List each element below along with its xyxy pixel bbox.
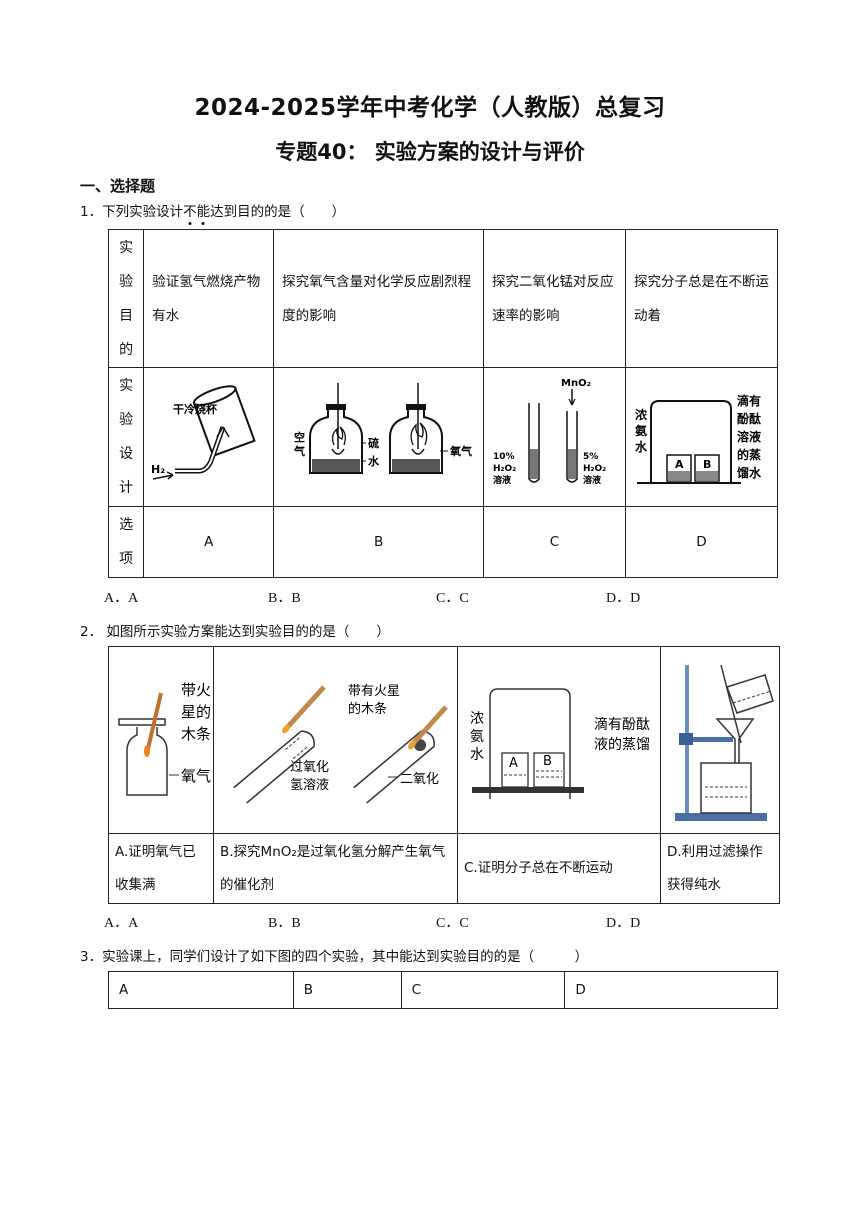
q2-diagram-row: 带火 星的 木条 氧气 — [108, 646, 780, 834]
choice-b[interactable]: B．B — [268, 591, 301, 606]
ammonia-label-q2-3: 水 — [470, 747, 484, 763]
q3-option-a: A — [108, 971, 294, 1009]
right-solution-label: 溶液 — [583, 474, 602, 486]
splint-label-2: 星的 — [181, 703, 211, 721]
ammonia-label-1: 浓 — [635, 407, 648, 422]
sulfur-combustion-diagram: 空 气 硫 水 氧气 — [293, 383, 472, 474]
ammonia-label-2: 氨 — [635, 423, 647, 438]
h2-label: H₂ — [151, 463, 165, 476]
option-d: D — [625, 506, 778, 578]
phenol-label-3: 溶液 — [737, 429, 761, 444]
mno2-label: MnO₂ — [561, 378, 591, 389]
question-3-stem: 3．实验课上，同学们设计了如下图的四个实验，其中能达到实验目的的是（ ） — [80, 949, 589, 965]
left-concentration-label: 10% — [493, 452, 515, 462]
mno2-label-q2: 二氧化 — [400, 772, 439, 787]
choice-d[interactable]: D．D — [606, 591, 641, 606]
phenol-label-q2-2: 液的蒸馏 — [594, 737, 650, 753]
document-title: 2024-2025学年中考化学（人教版）总复习 — [194, 95, 666, 121]
question-3-table: A B C D — [108, 971, 778, 1009]
option-b: B — [273, 506, 485, 578]
question-1-stem: 1．下列实验设计不能达到目的的是（ ） — [80, 204, 346, 220]
ammonia-label-q2-1: 浓 — [470, 711, 484, 727]
oxygen-label: 氧气 — [449, 444, 472, 458]
ammonia-bell-jar-diagram: A B 浓 氨 水 滴有酚酞 液的蒸馏 — [470, 688, 650, 799]
q2-diagram-c: A B 浓 氨 水 滴有酚酞 液的蒸馏 — [457, 646, 661, 834]
phenol-label-2: 酚酞 — [737, 411, 761, 426]
option-a: A — [143, 506, 275, 578]
q2-diagram-b: 带有火星 的木条 过氧化 氢溶液 二氧化 — [213, 646, 458, 834]
splint-label-b-1: 带有火星 — [348, 684, 400, 699]
choice-a-q2[interactable]: A．A — [104, 916, 139, 931]
phenol-label-5: 馏水 — [737, 465, 762, 480]
beaker-b-label: B — [703, 458, 711, 471]
splint-label-1: 带火 — [181, 681, 211, 699]
filtration-diagram — [675, 664, 774, 821]
design-c: MnO₂ 10% H₂O₂ 溶液 5% H₂O₂ 溶液 — [483, 367, 626, 507]
q2-diagram-d — [660, 646, 780, 834]
peroxide-label-1: 过氧化 — [290, 760, 329, 775]
beaker-a-label: A — [675, 458, 684, 471]
q2-caption-c: C.证明分子总在不断运动 — [457, 833, 661, 904]
air-label-1: 空 — [294, 430, 305, 444]
design-b: 空 气 硫 水 氧气 — [273, 367, 485, 507]
oxygen-label-q2: 氧气 — [181, 767, 211, 785]
q3-option-d: D — [564, 971, 778, 1009]
ammonia-label-3: 水 — [635, 439, 648, 454]
molecule-motion-diagram: A B 浓 氨 水 滴有 酚酞 溶液 的蒸 馏水 — [635, 393, 762, 484]
q2-caption-a: A.证明氧气已收集满 — [108, 833, 214, 904]
choice-a[interactable]: A．A — [104, 591, 139, 606]
q2-diagram-a: 带火 星的 木条 氧气 — [108, 646, 214, 834]
purpose-a: 验证氢气燃烧产物有水 — [143, 229, 275, 368]
design-a: 干冷烧杯 H₂ — [143, 367, 275, 507]
beaker-label: 干冷烧杯 — [173, 402, 218, 416]
right-concentration-label: 5% — [583, 452, 598, 462]
oxygen-bottle-diagram: 带火 星的 木条 氧气 — [118, 681, 211, 796]
q2-caption-row: A.证明氧气已收集满 B.探究MnO₂是过氧化氢分解产生氧气的催化剂 C.证明分… — [108, 833, 780, 904]
mno2-test-tubes-diagram: MnO₂ 10% H₂O₂ 溶液 5% H₂O₂ 溶液 — [493, 378, 606, 486]
q3-option-row: A B C D — [108, 971, 778, 1009]
design-row: 实验设计 干冷烧杯 H₂ — [107, 367, 778, 507]
peroxide-label-2: 氢溶液 — [290, 778, 329, 793]
q3-option-b: B — [292, 971, 402, 1009]
air-label-2: 气 — [293, 444, 305, 458]
purpose-b: 探究氧气含量对化学反应剧烈程度的影响 — [273, 229, 485, 368]
beaker-b-label-q2: B — [543, 754, 552, 769]
purpose-d: 探究分子总是在不断运动着 — [625, 229, 778, 368]
design-d: A B 浓 氨 水 滴有 酚酞 溶液 的蒸 馏水 — [625, 367, 778, 507]
q3-option-c: C — [400, 971, 566, 1009]
q2-caption-d: D.利用过滤操作获得纯水 — [660, 833, 780, 904]
water-label: 水 — [368, 454, 380, 468]
splint-label-3: 木条 — [181, 725, 211, 743]
splint-label-b-2: 的木条 — [348, 701, 387, 717]
row-label-option: 选项 — [107, 506, 145, 578]
phenol-label-4: 的蒸 — [737, 447, 761, 462]
purpose-c: 探究二氧化锰对反应速率的影响 — [483, 229, 626, 368]
sulfur-label: 硫 — [368, 436, 379, 450]
row-label-purpose: 实验目的 — [107, 229, 145, 368]
option-c: C — [483, 506, 626, 578]
choice-b-q2[interactable]: B．B — [268, 916, 301, 931]
beaker-a-label-q2: A — [509, 756, 518, 771]
question-1-table: 实验目的 验证氢气燃烧产物有水 探究氧气含量对化学反应剧烈程度的影响 探究二氧化… — [107, 229, 778, 578]
option-row: 选项 A B C D — [107, 506, 778, 578]
ammonia-label-q2-2: 氨 — [470, 729, 484, 745]
left-reagent-label: H₂O₂ — [493, 464, 516, 474]
purpose-row: 实验目的 验证氢气燃烧产物有水 探究氧气含量对化学反应剧烈程度的影响 探究二氧化… — [107, 229, 778, 368]
section-heading: 一、选择题 — [80, 177, 156, 195]
choice-c-q2[interactable]: C．C — [436, 916, 469, 931]
hydrogen-beaker-diagram: 干冷烧杯 H₂ — [151, 385, 256, 480]
document-subtitle: 专题40： 实验方案的设计与评价 — [275, 140, 585, 164]
catalyst-tubes-diagram: 带有火星 的木条 过氧化 氢溶液 二氧化 — [233, 684, 448, 804]
right-reagent-label: H₂O₂ — [583, 464, 606, 474]
row-label-design: 实验设计 — [107, 367, 145, 507]
q2-caption-b: B.探究MnO₂是过氧化氢分解产生氧气的催化剂 — [213, 833, 458, 904]
question-2-table: 带火 星的 木条 氧气 — [108, 646, 780, 904]
phenol-label-q2-1: 滴有酚酞 — [594, 716, 650, 733]
question-2-stem: 2． 如图所示实验方案能达到实验目的的是（ ） — [80, 624, 390, 640]
choice-d-q2[interactable]: D．D — [606, 916, 641, 931]
choice-c[interactable]: C．C — [436, 591, 469, 606]
phenol-label-1: 滴有 — [737, 393, 761, 408]
left-solution-label: 溶液 — [493, 474, 512, 486]
